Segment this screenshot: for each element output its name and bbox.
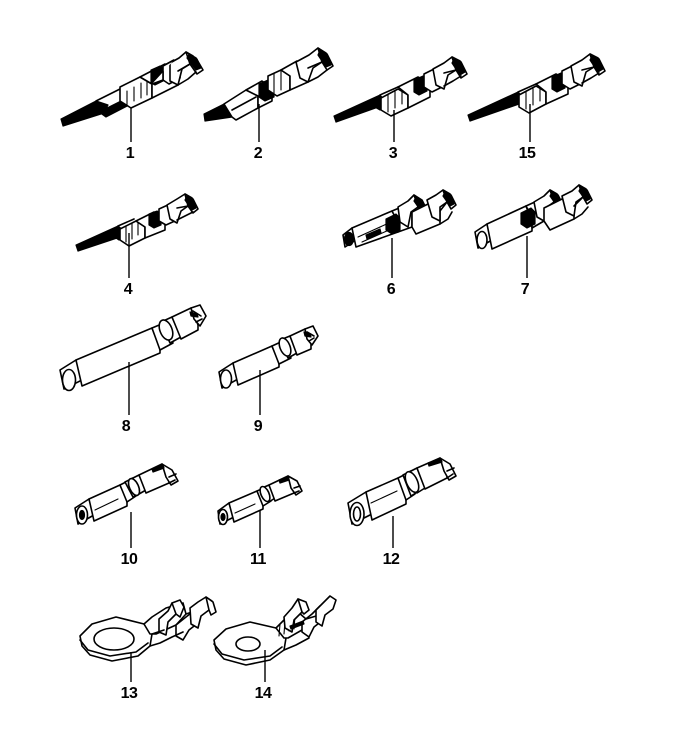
part-label-11: 11 [250, 551, 266, 568]
part-art-14 [213, 595, 337, 666]
part-label-1: 1 [125, 145, 135, 162]
part-art-4 [75, 193, 199, 252]
part-label-4: 4 [123, 281, 133, 298]
part-label-3: 3 [388, 145, 398, 162]
part-art-9 [218, 325, 319, 389]
part-label-6: 6 [386, 281, 396, 298]
part-label-8: 8 [121, 418, 131, 435]
part-art-2 [203, 47, 334, 122]
part-label-7: 7 [520, 281, 530, 298]
part-art-8 [59, 304, 207, 392]
part-label-10: 10 [120, 551, 138, 568]
part-label-2: 2 [253, 145, 263, 162]
part-label-13: 13 [120, 685, 138, 702]
part-art-1 [60, 51, 204, 127]
part-art-10 [74, 463, 179, 525]
part-label-12: 12 [382, 551, 400, 568]
part-label-15: 15 [518, 145, 536, 162]
part-art-12 [347, 457, 457, 527]
part-label-14: 14 [254, 685, 272, 702]
part-art-13 [79, 596, 217, 662]
part-art-7 [474, 184, 593, 250]
part-art-6 [342, 189, 457, 248]
part-art-3 [333, 56, 468, 123]
part-art-15 [467, 53, 606, 122]
part-art-11 [217, 475, 303, 526]
part-label-9: 9 [253, 418, 263, 435]
